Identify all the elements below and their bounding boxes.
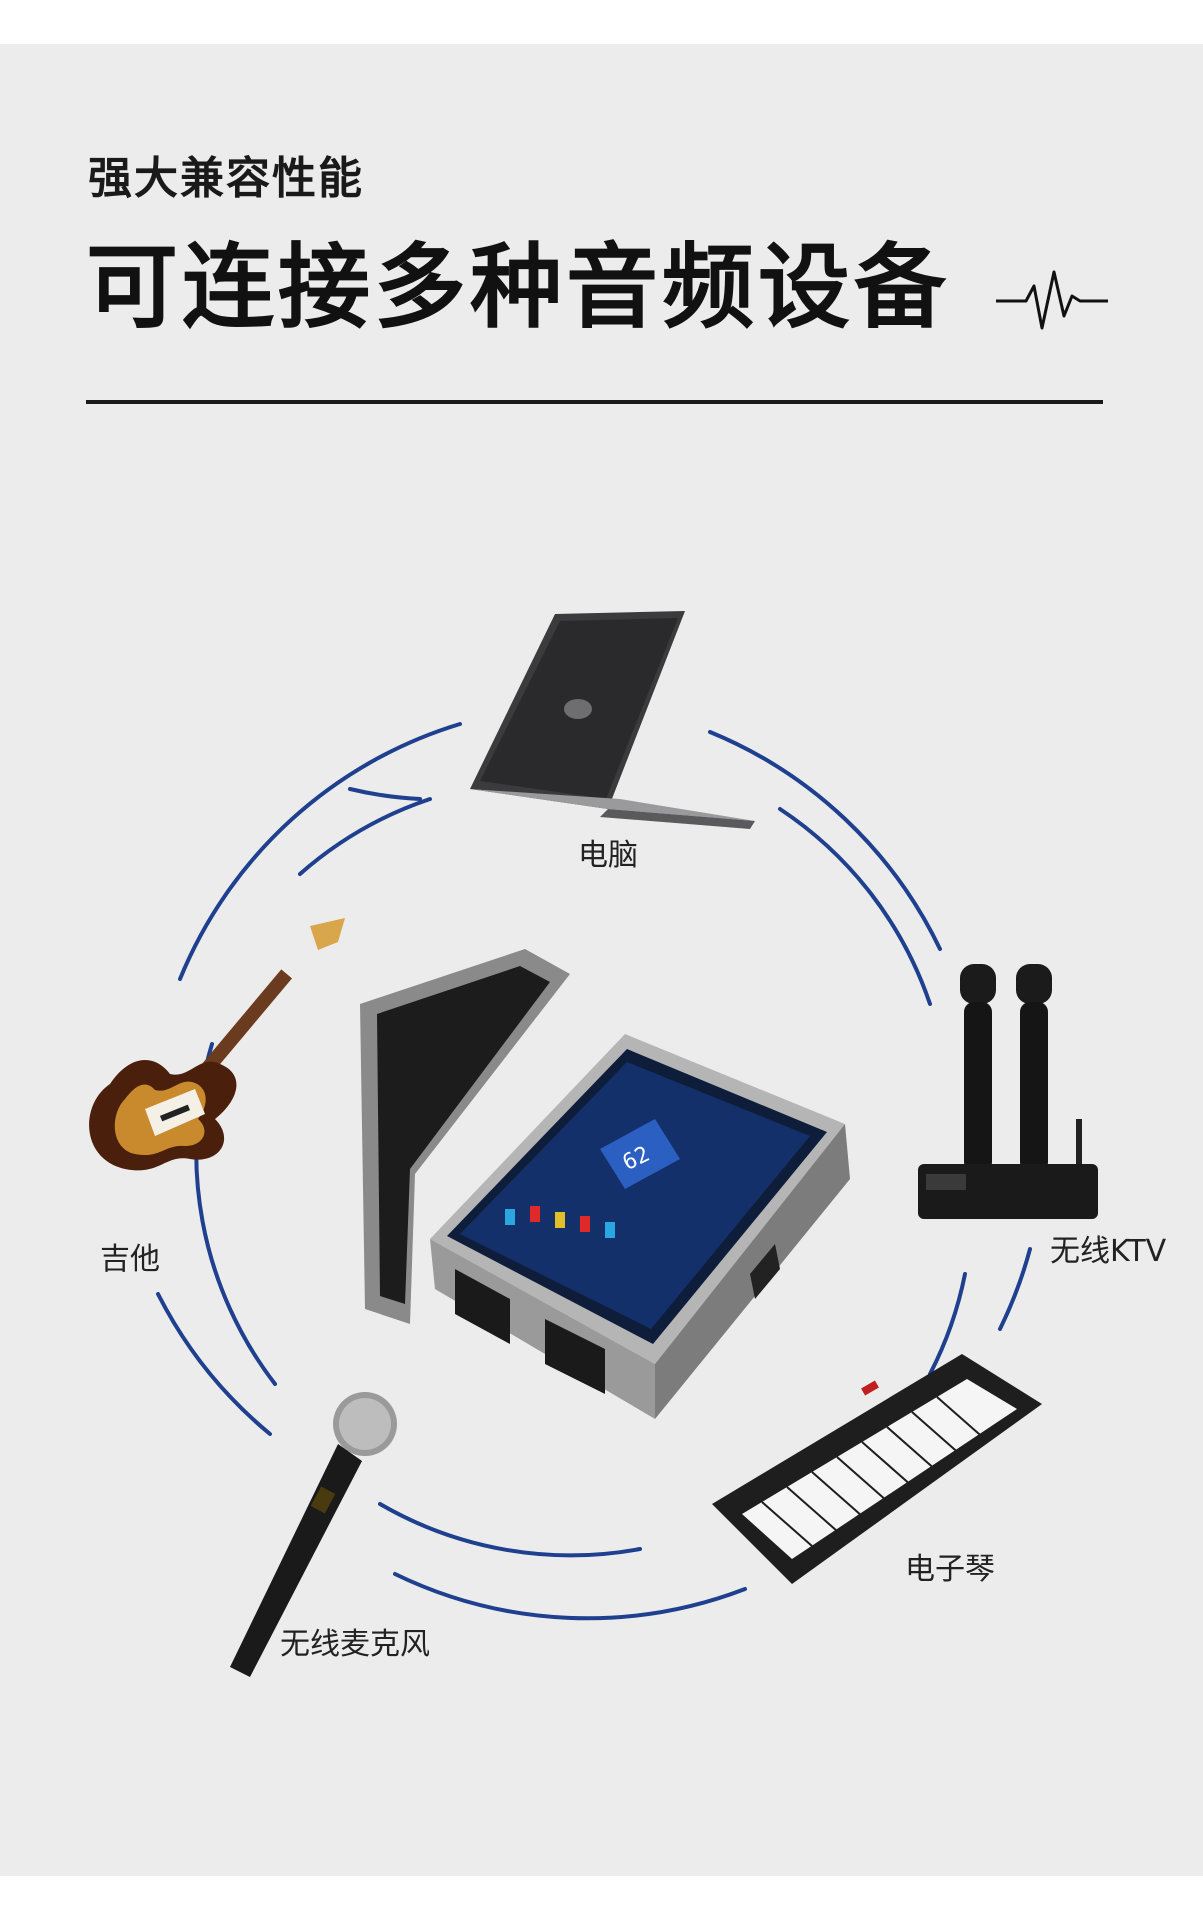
laptop-icon <box>470 611 755 829</box>
ring-arc <box>178 722 462 981</box>
ring-arc <box>393 1572 747 1621</box>
ktv-label: 无线KTV <box>1050 1234 1167 1269</box>
section-subtitle: 强大兼容性能 <box>88 153 364 204</box>
ring-arc <box>778 807 932 1006</box>
ring-arc <box>156 1292 272 1436</box>
wireless-mic-pair-icon <box>918 964 1098 1219</box>
page-title: 可连接多种音频设备 <box>86 234 951 341</box>
ring-arc <box>998 1247 1032 1331</box>
handheld-microphone-icon <box>230 1392 397 1677</box>
ring-arc <box>298 797 432 876</box>
ring-arc <box>378 1502 642 1558</box>
electronic-keyboard-icon <box>712 1354 1042 1584</box>
mixer-flight-case-icon: 62 <box>360 949 850 1419</box>
waveform-icon <box>996 270 1108 330</box>
ring-arc <box>348 787 422 801</box>
page-canvas: 强大兼容性能 可连接多种音频设备 电脑 <box>0 44 1203 1876</box>
electric-guitar-icon <box>89 918 345 1171</box>
guitar-label: 吉他 <box>100 1242 160 1277</box>
ring-arc <box>928 1272 967 1376</box>
ring-arc <box>708 730 942 951</box>
keyboard-label: 电子琴 <box>905 1552 995 1587</box>
title-divider <box>86 400 1103 404</box>
laptop-label: 电脑 <box>578 838 638 873</box>
microphone-label: 无线麦克风 <box>280 1627 430 1662</box>
